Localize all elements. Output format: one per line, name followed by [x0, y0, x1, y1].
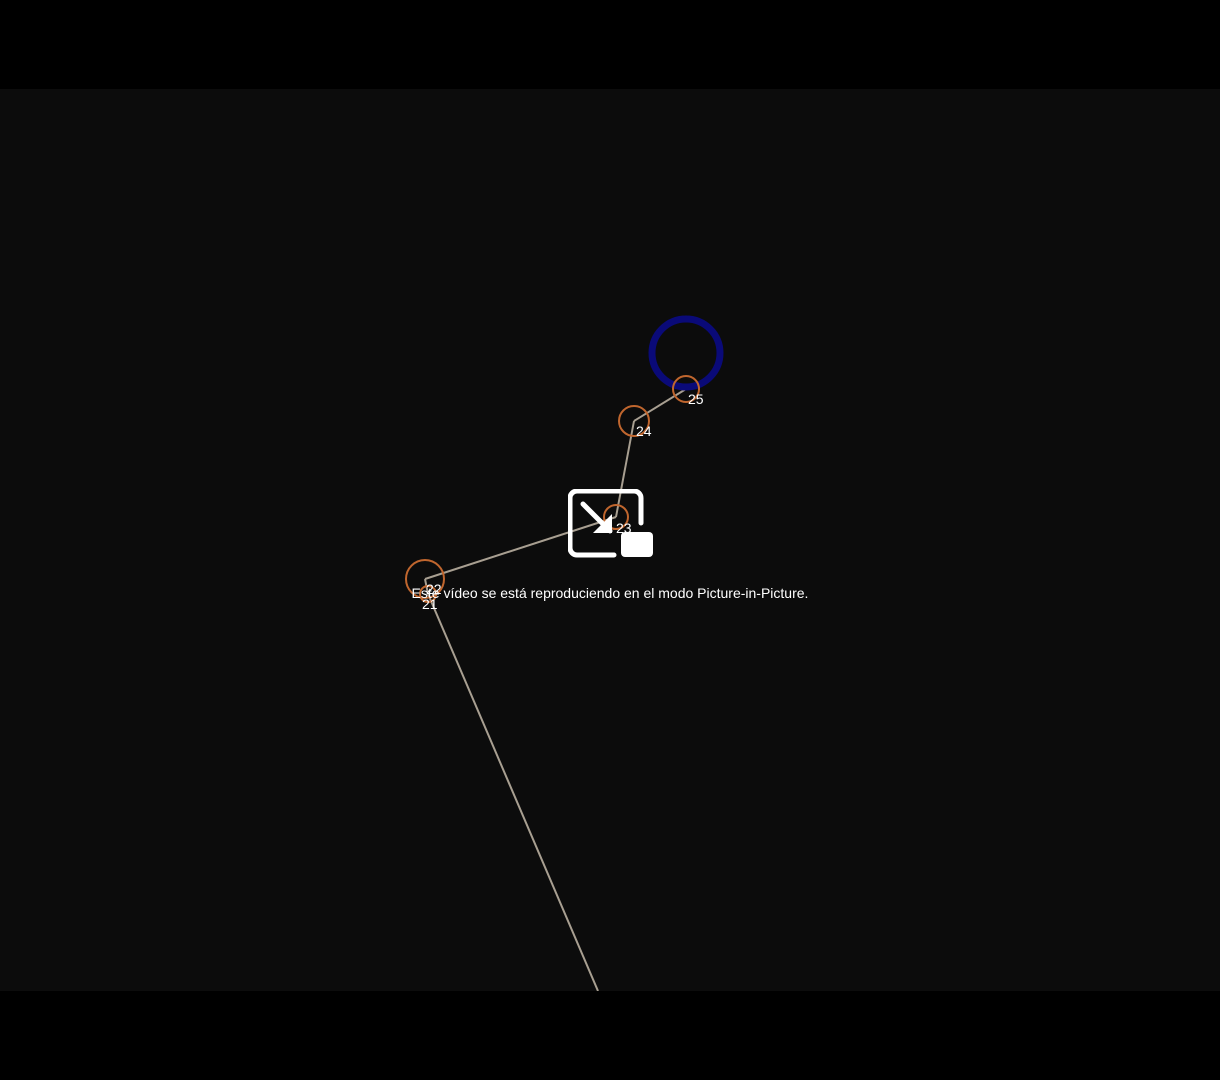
pip-message: Este vídeo se está reproduciendo en el m… [411, 585, 809, 601]
target-ring [648, 315, 724, 391]
point-labels: 21 22 23 24 25 [422, 391, 704, 612]
path-point-24 [618, 405, 650, 437]
path-segment-24-25 [633, 388, 687, 422]
point-label-23: 23 [616, 520, 632, 536]
letterbox-bottom [0, 991, 1220, 1080]
point-label-22: 22 [426, 581, 442, 597]
path-segment-tail [427, 593, 599, 991]
path-overlay [405, 315, 724, 991]
picture-in-picture-icon [568, 489, 653, 558]
point-label-25: 25 [688, 391, 704, 407]
path-point-22 [405, 559, 445, 599]
path-point-23 [603, 504, 629, 530]
point-label-21: 21 [422, 596, 438, 612]
path-point-25 [672, 375, 700, 403]
video-player[interactable]: Este vídeo se está reproduciendo en el m… [0, 89, 1220, 991]
path-segment-23-24 [615, 420, 635, 518]
point-label-24: 24 [636, 423, 652, 439]
letterbox-top [0, 0, 1220, 89]
path-segment-22-23 [424, 516, 617, 580]
